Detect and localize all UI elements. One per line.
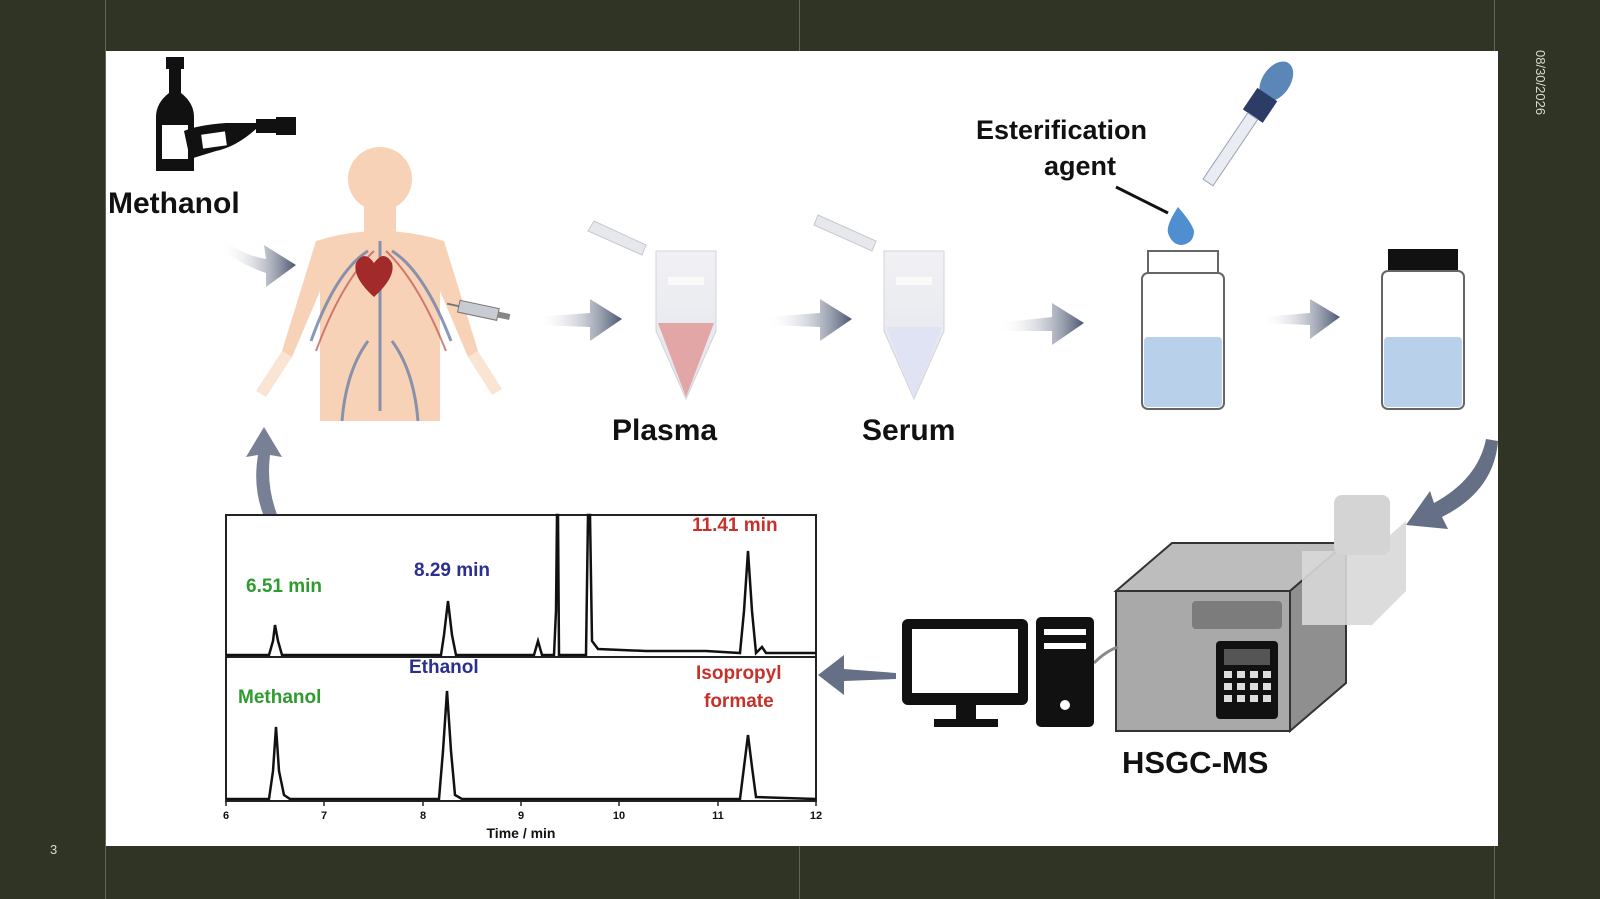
instrument-label: HSGC-MS [1122, 745, 1268, 780]
cable-line [1092, 645, 1119, 665]
x-tick-label: 9 [518, 810, 524, 822]
esterification-label-line1: Esterification [976, 115, 1147, 145]
esterification-pointer-line [1115, 185, 1169, 215]
x-tick-label: 7 [321, 810, 327, 822]
bottom-peak-label-isopropyl-line2: formate [704, 691, 774, 712]
workflow-diagram: Methanol Plasma Serum [108, 57, 1498, 841]
x-axis-label: Time / min [487, 825, 556, 841]
human-body-figure [256, 147, 502, 422]
syringe-icon [446, 299, 511, 321]
slide-date: 08/30/2026 [1533, 50, 1548, 116]
arrow-to-instrument [1406, 439, 1498, 529]
guide-line-left [105, 0, 106, 899]
open-vial-icon [1141, 250, 1225, 410]
x-tick-label: 12 [810, 810, 822, 822]
wine-bottles-icon [156, 57, 296, 171]
plasma-tube-icon [587, 220, 717, 401]
x-tick-label: 11 [712, 810, 724, 822]
chromatogram-chart: 6.51 min 8.29 min 11.41 min Methanol Eth… [223, 513, 822, 841]
arrow-to-serum [766, 299, 852, 341]
serum-label: Serum [862, 414, 955, 447]
bottom-peak-label-ethanol: Ethanol [409, 657, 479, 678]
computer-icon [902, 617, 1094, 727]
x-tick-label: 10 [613, 810, 625, 822]
sealed-vial-icon [1381, 249, 1465, 410]
plasma-label: Plasma [612, 414, 717, 447]
x-tick-label: 8 [420, 810, 426, 822]
top-peak-label-methanol: 6.51 min [246, 576, 322, 597]
slide-number: 3 [50, 842, 58, 857]
methanol-label: Methanol [108, 187, 240, 220]
x-tick-label: 6 [223, 810, 229, 822]
bottom-peak-label-methanol: Methanol [238, 687, 321, 708]
chromatogram-bottom-trace [226, 690, 817, 801]
arrow-to-body [246, 427, 282, 521]
chromatogram-top-trace [226, 513, 816, 657]
esterification-label-line2: agent [1044, 151, 1116, 181]
drop-icon [1167, 207, 1194, 245]
arrow-to-sealed-vial [1260, 299, 1340, 339]
figure-panel: Methanol Plasma Serum [106, 51, 1498, 846]
arrow-intake [220, 241, 296, 287]
serum-tube-icon [813, 214, 945, 401]
top-peak-label-ethanol: 8.29 min [414, 560, 490, 581]
x-axis-ticks [225, 801, 817, 806]
arrow-to-chromatogram [818, 655, 896, 695]
hsgc-ms-instrument-icon [1113, 495, 1406, 734]
bottom-peak-label-isopropyl-line1: Isopropyl [696, 663, 782, 684]
arrow-to-plasma [536, 299, 622, 341]
top-peak-label-isopropyl-formate: 11.41 min [692, 515, 778, 536]
arrow-to-vial [998, 303, 1084, 345]
dropper-icon [1202, 61, 1294, 187]
